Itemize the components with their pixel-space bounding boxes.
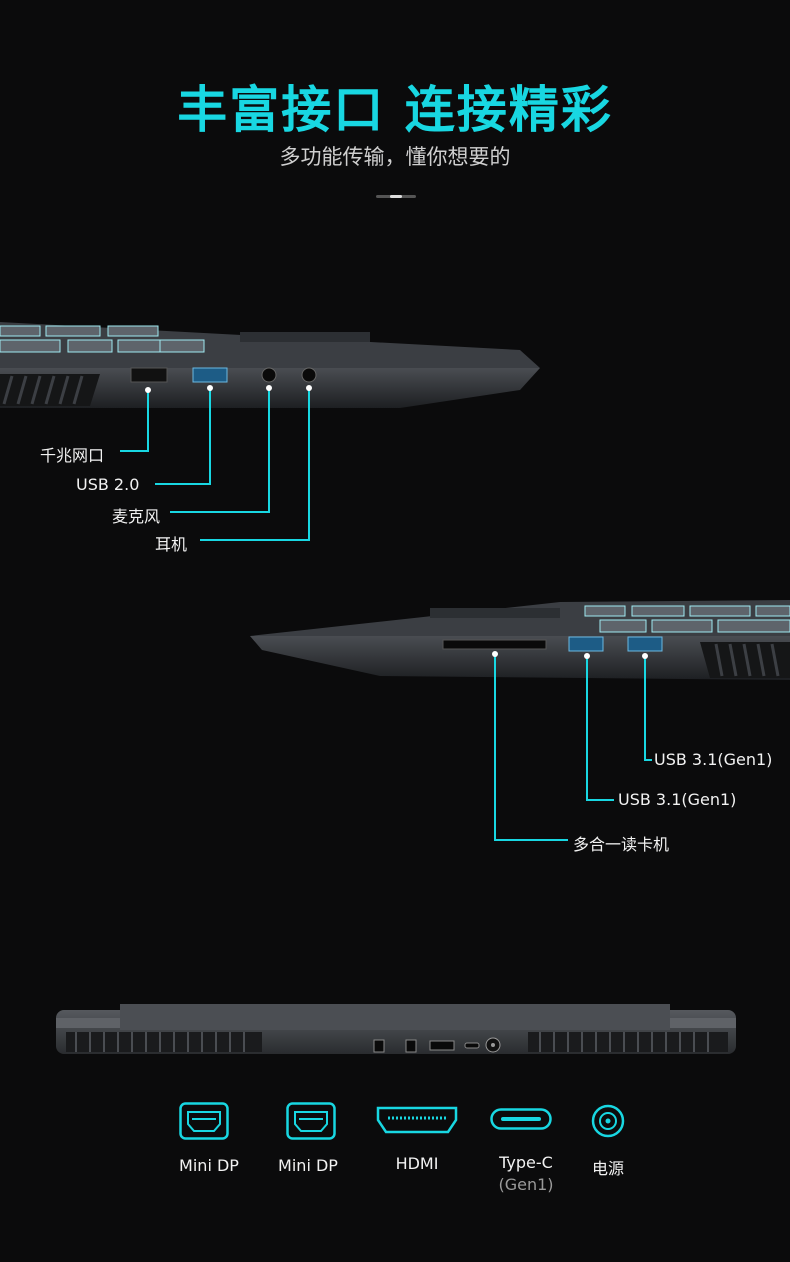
power-jack-icon	[591, 1104, 625, 1138]
port-label-mini-dp-2: Mini DP	[278, 1156, 338, 1175]
label-card-reader: 多合一读卡机	[573, 835, 670, 854]
label-usb-31-a: USB 3.1(Gen1)	[654, 750, 773, 769]
right-callouts	[494, 654, 652, 841]
port-label-mini-dp-1: Mini DP	[179, 1156, 239, 1175]
label-microphone: 麦克风	[112, 507, 161, 526]
mini-dp-icon	[286, 1102, 336, 1140]
laptop-rear	[56, 1004, 736, 1054]
label-headphone: 耳机	[155, 535, 188, 554]
port-label-type-c: Type-C	[499, 1153, 553, 1172]
label-gigabit-lan: 千兆网口	[40, 446, 105, 465]
laptop-right-side	[250, 600, 790, 680]
type-c-icon	[490, 1108, 552, 1130]
hdmi-icon	[376, 1106, 458, 1134]
label-usb-2: USB 2.0	[76, 475, 140, 494]
mini-dp-icon	[179, 1102, 229, 1140]
label-usb-31-b: USB 3.1(Gen1)	[618, 790, 737, 809]
page-title: 丰富接口 连接精彩	[177, 81, 613, 139]
page-subtitle: 多功能传输，懂你想要的	[279, 145, 511, 169]
port-sublabel-type-c: (Gen1)	[498, 1175, 554, 1194]
section-divider	[376, 195, 416, 198]
port-label-hdmi: HDMI	[395, 1154, 439, 1173]
port-label-power: 电源	[591, 1159, 624, 1178]
left-callouts	[120, 388, 310, 541]
